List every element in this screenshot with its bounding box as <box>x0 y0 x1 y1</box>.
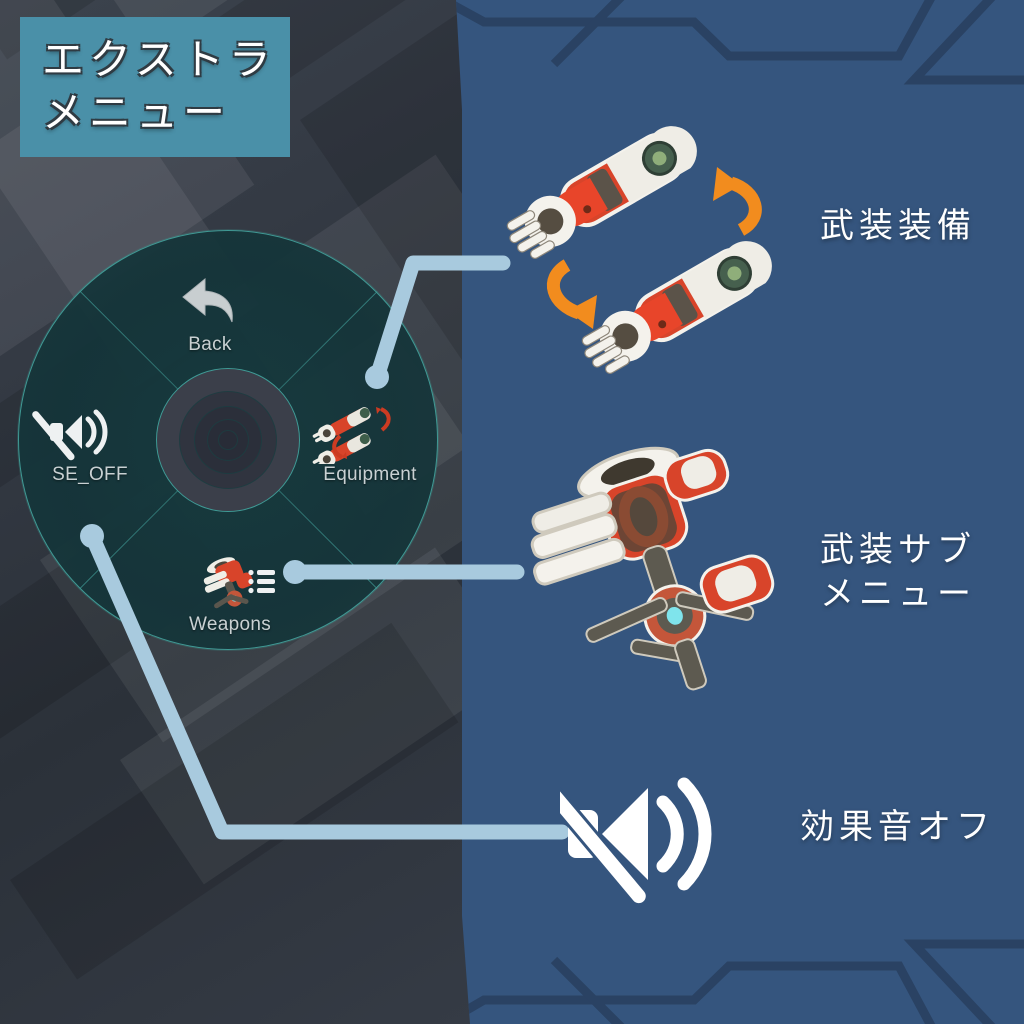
mute-speaker-icon <box>15 400 165 464</box>
menu-slot-equipment-label: Equipment <box>323 464 417 485</box>
menu-slot-se-off[interactable]: SE_OFF <box>15 400 165 486</box>
callout-label-se-off: 効果音オフ <box>800 805 995 849</box>
menu-slot-weapons-label: Weapons <box>188 614 272 635</box>
mecha-arms-icon <box>295 400 445 464</box>
callout-label-weapons-line-1: 武装サブ <box>820 531 976 569</box>
menu-slot-back[interactable]: Back <box>135 270 285 356</box>
title-banner: エクストラ メニュー <box>20 17 290 157</box>
gatling-gun-icon <box>155 550 305 614</box>
callout-label-equipment: 武装装備 <box>820 204 976 248</box>
circuit-pattern-bottom-icon <box>456 939 1024 1024</box>
swap-arrow-up-icon <box>713 167 762 236</box>
mute-speaker-illustration <box>525 752 740 917</box>
radial-center-hub[interactable] <box>156 368 300 512</box>
callout-label-se-off-line-1: 効果音オフ <box>800 808 995 846</box>
menu-slot-se-off-label: SE_OFF <box>52 464 128 485</box>
callout-label-weapons: 武装サブ メニュー <box>820 528 976 616</box>
swap-arrow-down-icon <box>546 259 597 329</box>
hub-ring <box>218 430 238 450</box>
title-line-1: エクストラ <box>42 36 276 84</box>
gatling-gun-illustration <box>505 435 805 710</box>
circuit-pattern-top-icon <box>456 0 1024 85</box>
mecha-arms-swap-illustration <box>505 105 815 380</box>
menu-slot-weapons[interactable]: Weapons <box>155 550 305 636</box>
back-arrow-icon <box>135 270 285 334</box>
callout-label-weapons-line-2: メニュー <box>820 575 976 614</box>
callout-label-equipment-line-1: 武装装備 <box>820 207 976 245</box>
menu-slot-equipment[interactable]: Equipment <box>295 400 445 486</box>
menu-slot-back-label: Back <box>188 334 232 355</box>
title-line-2: メニュー <box>42 89 231 136</box>
